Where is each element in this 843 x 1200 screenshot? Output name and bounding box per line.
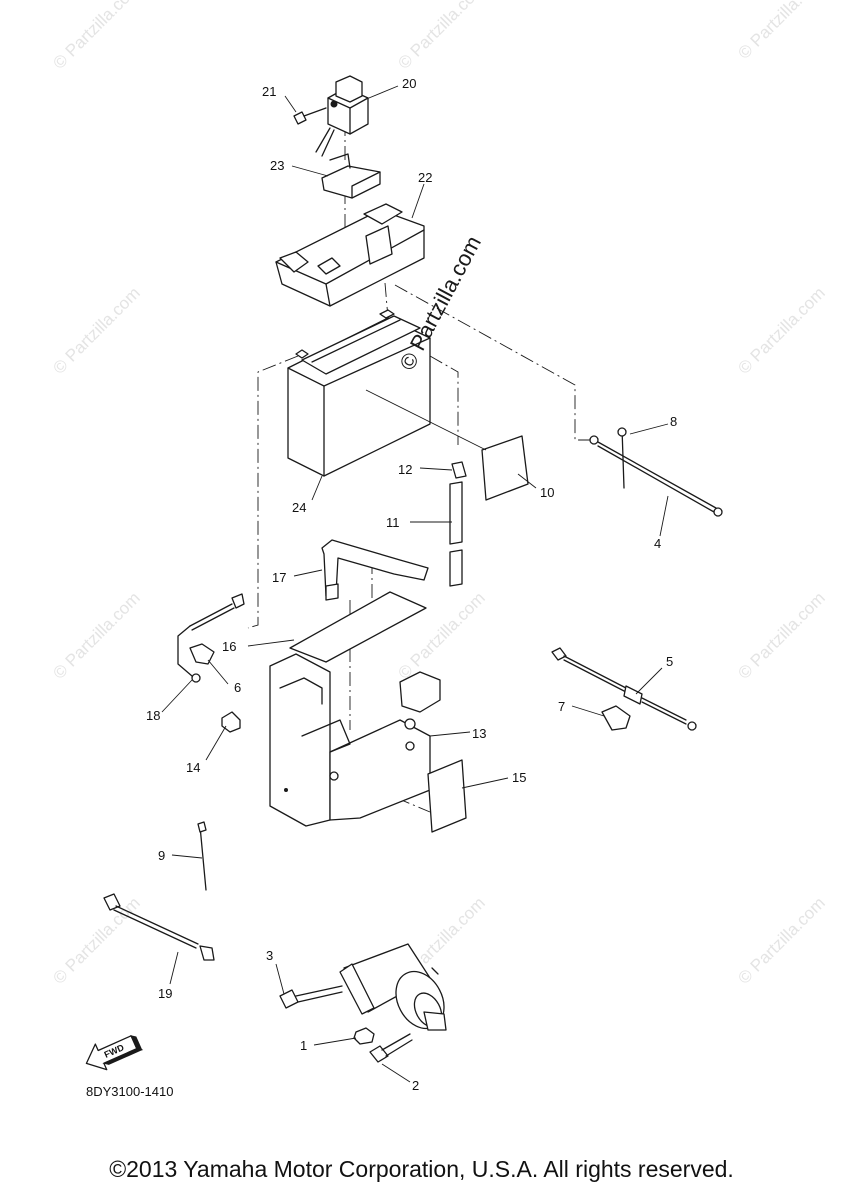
fwd-arrow-icon: FWD [85, 1035, 144, 1071]
starter-relay[interactable] [315, 75, 369, 157]
callout-labels: 1 2 3 4 5 6 7 8 9 10 11 12 13 14 15 16 1… [146, 76, 677, 1093]
callout-9[interactable]: 9 [158, 848, 165, 863]
battery-box[interactable] [269, 653, 441, 827]
battery-cable-positive[interactable] [589, 435, 723, 517]
watermark: © Partzilla.com [49, 0, 143, 73]
watermark: © Partzilla.com [49, 283, 143, 377]
cable-band[interactable] [617, 427, 627, 489]
grommet[interactable] [221, 711, 241, 733]
callout-1[interactable]: 1 [300, 1038, 307, 1053]
callout-23[interactable]: 23 [270, 158, 284, 173]
battery-cable-negative[interactable] [177, 593, 245, 683]
watermark: © Partzilla.com [394, 0, 488, 73]
watermark: © Partzilla.com [734, 0, 828, 63]
battery-damper[interactable] [289, 591, 427, 663]
callout-24[interactable]: 24 [292, 500, 306, 515]
callout-18[interactable]: 18 [146, 708, 160, 723]
battery-band[interactable] [321, 539, 429, 601]
callout-3[interactable]: 3 [266, 948, 273, 963]
callout-15[interactable]: 15 [512, 770, 526, 785]
starter-bolt[interactable] [279, 985, 343, 1009]
lead-cover[interactable] [601, 705, 631, 731]
warning-label[interactable] [481, 435, 529, 501]
battery[interactable] [287, 309, 431, 477]
battery-cover[interactable] [275, 203, 425, 307]
starter-relay-lead[interactable] [551, 647, 697, 731]
relay-bolt[interactable] [293, 107, 327, 125]
callout-8[interactable]: 8 [670, 414, 677, 429]
copyright-notice: ©2013 Yamaha Motor Corporation, U.S.A. A… [109, 1156, 734, 1182]
callout-6[interactable]: 6 [234, 680, 241, 695]
watermark: © Partzilla.com [49, 588, 143, 682]
starter-motor-lead[interactable] [103, 893, 215, 961]
callout-14[interactable]: 14 [186, 760, 200, 775]
leader-lines [161, 85, 669, 1083]
callout-4[interactable]: 4 [654, 536, 661, 551]
callout-16[interactable]: 16 [222, 639, 236, 654]
callout-19[interactable]: 19 [158, 986, 172, 1001]
callout-20[interactable]: 20 [402, 76, 416, 91]
callout-7[interactable]: 7 [558, 699, 565, 714]
watermark: © Partzilla.com [734, 893, 828, 987]
callout-5[interactable]: 5 [666, 654, 673, 669]
starter-nut[interactable] [353, 1027, 375, 1045]
terminal-cover[interactable] [189, 643, 215, 665]
callout-21[interactable]: 21 [262, 84, 276, 99]
callout-2[interactable]: 2 [412, 1078, 419, 1093]
battery-cover-plate[interactable] [427, 759, 467, 833]
watermark: © Partzilla.com [734, 588, 828, 682]
callout-11[interactable]: 11 [386, 515, 400, 530]
watermark: © Partzilla.com [49, 893, 143, 987]
watermarks: © Partzilla.com © Partzilla.com © Partzi… [49, 0, 828, 988]
relay-bracket[interactable] [321, 153, 381, 199]
callout-17[interactable]: 17 [272, 570, 286, 585]
callout-10[interactable]: 10 [540, 485, 554, 500]
cable-tie[interactable] [197, 821, 207, 891]
callout-13[interactable]: 13 [472, 726, 486, 741]
hose-clamp[interactable] [451, 461, 467, 479]
callout-12[interactable]: 12 [398, 462, 412, 477]
diagram-code: 8DY3100-1410 [86, 1084, 173, 1099]
callout-22[interactable]: 22 [418, 170, 432, 185]
watermark: © Partzilla.com [734, 283, 828, 377]
breather-hose[interactable] [449, 481, 463, 587]
starter-bolt-2[interactable] [369, 1033, 413, 1063]
starter-motor[interactable] [339, 943, 454, 1037]
